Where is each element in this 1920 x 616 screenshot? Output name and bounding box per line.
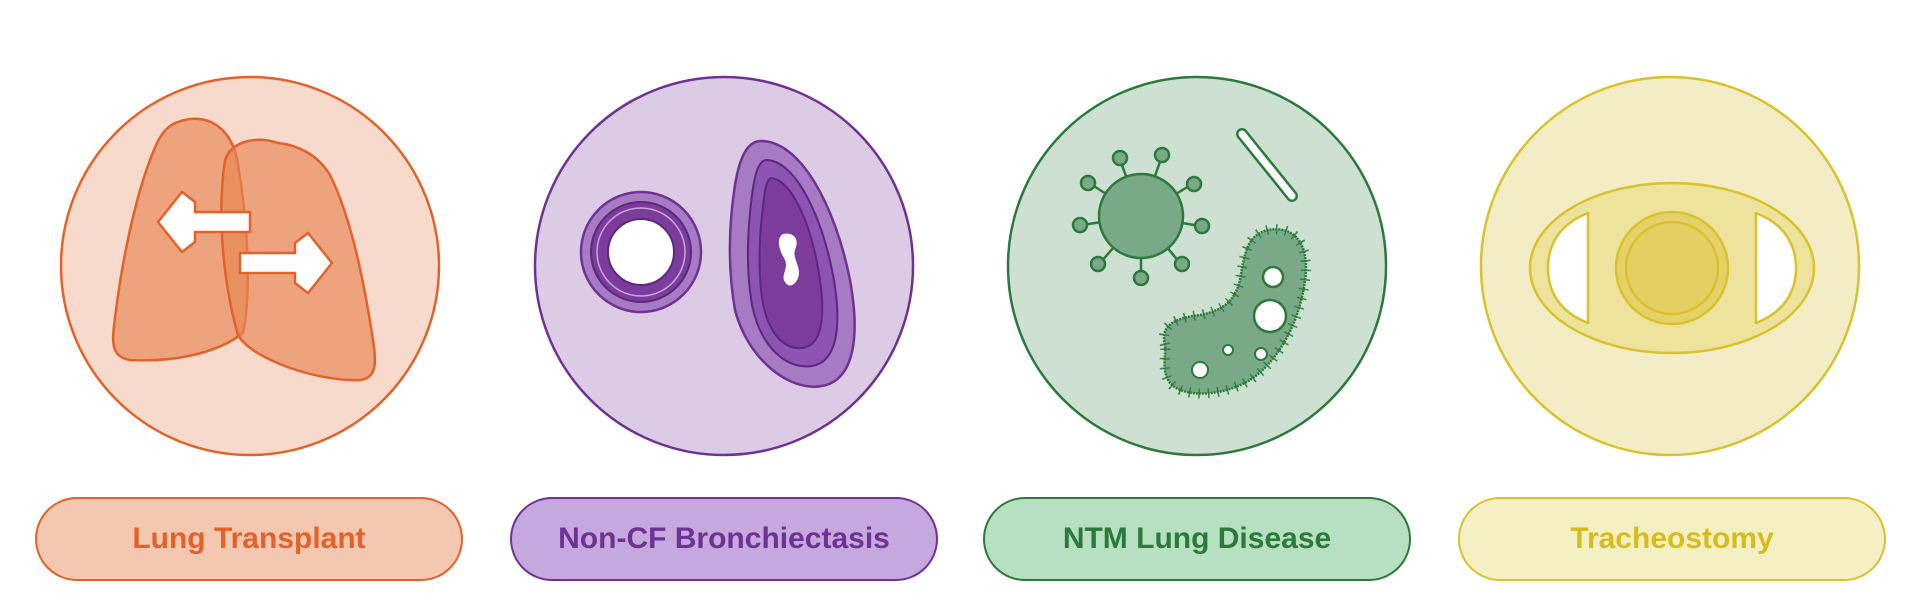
label-tracheostomy: Tracheostomy	[1570, 522, 1774, 555]
label-pill-tracheostomy: Tracheostomy	[1458, 497, 1886, 581]
lungs-transplant-icon	[59, 75, 441, 457]
label-ntm-lung-disease: NTM Lung Disease	[1062, 522, 1332, 555]
tracheostomy-tube-icon	[1479, 75, 1861, 457]
label-pill-non-cf-bronchiectasis: Non-CF Bronchiectasis	[510, 497, 938, 581]
mycobacteria-microbes-icon	[1006, 75, 1388, 457]
label-lung-transplant: Lung Transplant	[132, 522, 366, 555]
bronchiectasis-airway-icon	[533, 75, 915, 457]
label-pill-ntm-lung-disease: NTM Lung Disease	[983, 497, 1411, 581]
label-pill-lung-transplant: Lung Transplant	[35, 497, 463, 581]
label-non-cf-bronchiectasis: Non-CF Bronchiectasis	[558, 522, 890, 555]
